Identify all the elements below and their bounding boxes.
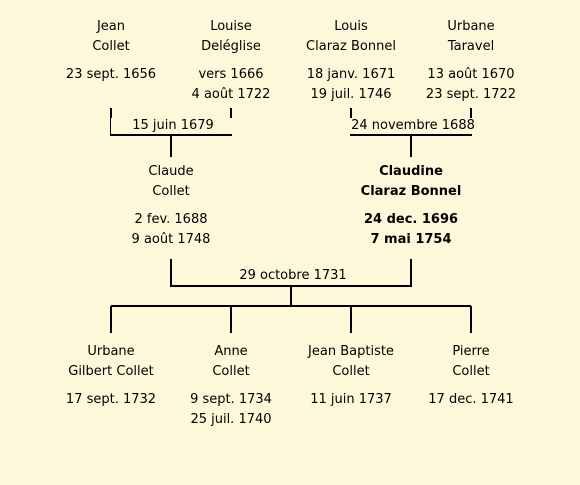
person-death-date: 19 juil. 1746	[310, 87, 392, 102]
person-death-date: 23 sept. 1722	[425, 87, 517, 102]
person-last-name: Taravel	[447, 39, 495, 54]
person-last-name: Deléglise	[201, 39, 261, 54]
marriage-date-claraz-bonnel: 24 novembre 1688	[346, 118, 480, 134]
person-birth-date: vers 1666	[198, 67, 264, 82]
person-first-name: Louise	[210, 19, 252, 34]
person-jean-collet: Jean Collet 23 sept. 1656	[41, 17, 181, 85]
person-death-date: 25 juil. 1740	[190, 412, 272, 427]
person-first-name: Louis	[334, 19, 368, 34]
person-anne-collet: Anne Collet 9 sept. 1734 25 juil. 1740	[161, 342, 301, 430]
person-death-date: 9 août 1748	[131, 232, 211, 247]
person-last-name: Collet	[332, 364, 370, 379]
person-first-name: Claude	[148, 164, 194, 179]
person-birth-date: 9 sept. 1734	[190, 392, 272, 407]
person-birth-date: 17 sept. 1732	[65, 392, 157, 407]
person-death-date: 4 août 1722	[191, 87, 271, 102]
person-first-name: Claudine	[379, 164, 443, 179]
person-first-name: Urbane	[447, 19, 495, 34]
person-claudine-claraz-bonnel: Claudine Claraz Bonnel 24 dec. 1696 7 ma…	[341, 162, 481, 250]
person-jean-baptiste-collet: Jean Baptiste Collet 11 juin 1737	[281, 342, 421, 410]
person-pierre-collet: Pierre Collet 17 dec. 1741	[401, 342, 541, 410]
person-louis-claraz-bonnel: Louis Claraz Bonnel 18 janv. 1671 19 jui…	[281, 17, 421, 105]
person-first-name: Urbane	[87, 344, 135, 359]
person-first-name: Pierre	[452, 344, 490, 359]
person-birth-date: 17 dec. 1741	[428, 392, 514, 407]
person-urbane-gilbert-collet: Urbane Gilbert Collet 17 sept. 1732	[41, 342, 181, 410]
person-last-name: Gilbert Collet	[68, 364, 154, 379]
marriage-date-parents: 29 octobre 1731	[216, 268, 370, 284]
person-urbane-taravel: Urbane Taravel 13 août 1670 23 sept. 172…	[401, 17, 541, 105]
person-death-date: 7 mai 1754	[370, 232, 452, 247]
person-birth-date: 13 août 1670	[427, 67, 515, 82]
person-birth-date: 2 fev. 1688	[134, 212, 208, 227]
person-last-name: Collet	[152, 184, 190, 199]
person-first-name: Jean	[96, 19, 126, 34]
person-birth-date: 24 dec. 1696	[363, 212, 459, 227]
person-claude-collet: Claude Collet 2 fev. 1688 9 août 1748	[101, 162, 241, 250]
person-birth-date: 23 sept. 1656	[65, 67, 157, 82]
person-louise-deleglise: Louise Deléglise vers 1666 4 août 1722	[161, 17, 301, 105]
person-birth-date: 18 janv. 1671	[306, 67, 396, 82]
person-first-name: Anne	[214, 344, 248, 359]
marriage-date-collet: 15 juin 1679	[111, 118, 235, 134]
person-last-name: Collet	[452, 364, 490, 379]
person-last-name: Claraz Bonnel	[360, 184, 462, 199]
person-last-name: Collet	[92, 39, 130, 54]
person-last-name: Collet	[212, 364, 250, 379]
person-birth-date: 11 juin 1737	[310, 392, 392, 407]
person-first-name: Jean Baptiste	[308, 344, 394, 359]
person-last-name: Claraz Bonnel	[306, 39, 396, 54]
